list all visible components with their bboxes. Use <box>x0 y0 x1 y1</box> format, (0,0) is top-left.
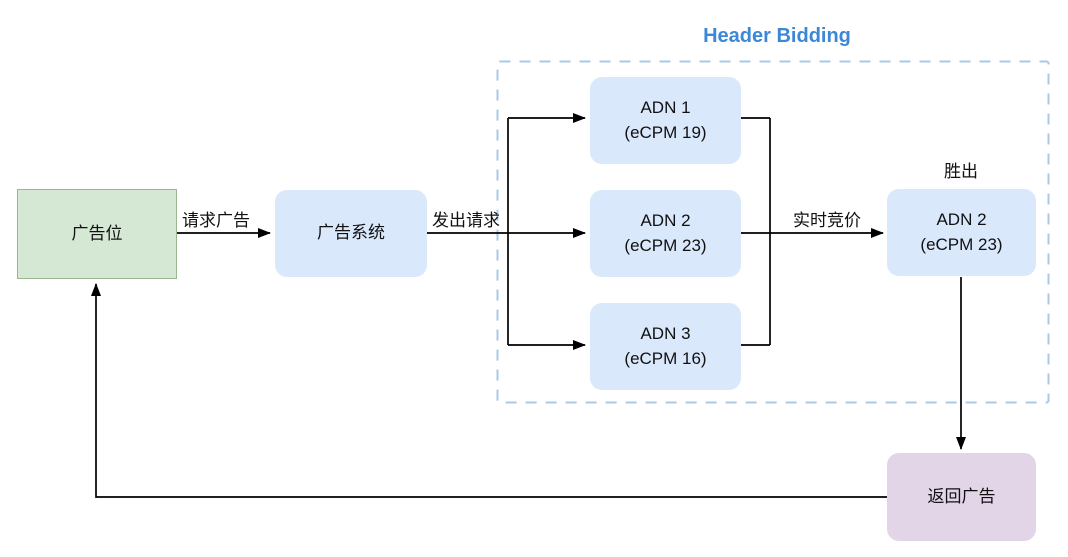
node-adn2-ecpm: (eCPM 23) <box>624 235 707 255</box>
node-adn1-ecpm: (eCPM 19) <box>624 122 707 142</box>
node-return-ad-label: 返回广告 <box>927 486 996 506</box>
node-ad-slot: 广告位 <box>17 189 177 279</box>
node-winner-adn2: ADN 2 (eCPM 23) <box>887 189 1036 276</box>
node-adn3-ecpm: (eCPM 16) <box>624 348 707 368</box>
winner-tag: 胜出 <box>944 162 978 181</box>
node-return-ad: 返回广告 <box>887 453 1036 541</box>
node-adn1: ADN 1 (eCPM 19) <box>590 77 741 164</box>
node-adn2: ADN 2 (eCPM 23) <box>590 190 741 277</box>
node-ad-system: 广告系统 <box>275 190 427 277</box>
header-bidding-title: Header Bidding <box>703 25 851 47</box>
edge-return-ad <box>91 283 887 498</box>
edge-label-request-ad: 请求广告 <box>182 211 250 230</box>
edge-label-realtime-bidding: 实时竞价 <box>793 211 861 230</box>
node-ad-slot-label: 广告位 <box>71 223 123 243</box>
node-adn1-name: ADN 1 <box>640 97 691 117</box>
edge-label-send-request: 发出请求 <box>432 211 500 230</box>
node-adn3: ADN 3 (eCPM 16) <box>590 303 741 390</box>
node-adn2-name: ADN 2 <box>640 210 691 230</box>
node-adn3-name: ADN 3 <box>640 323 691 343</box>
node-winner-name: ADN 2 <box>936 209 987 229</box>
node-ad-system-label: 广告系统 <box>317 223 385 243</box>
header-bidding-container-border <box>496 60 1050 404</box>
node-winner-ecpm: (eCPM 23) <box>920 234 1003 254</box>
